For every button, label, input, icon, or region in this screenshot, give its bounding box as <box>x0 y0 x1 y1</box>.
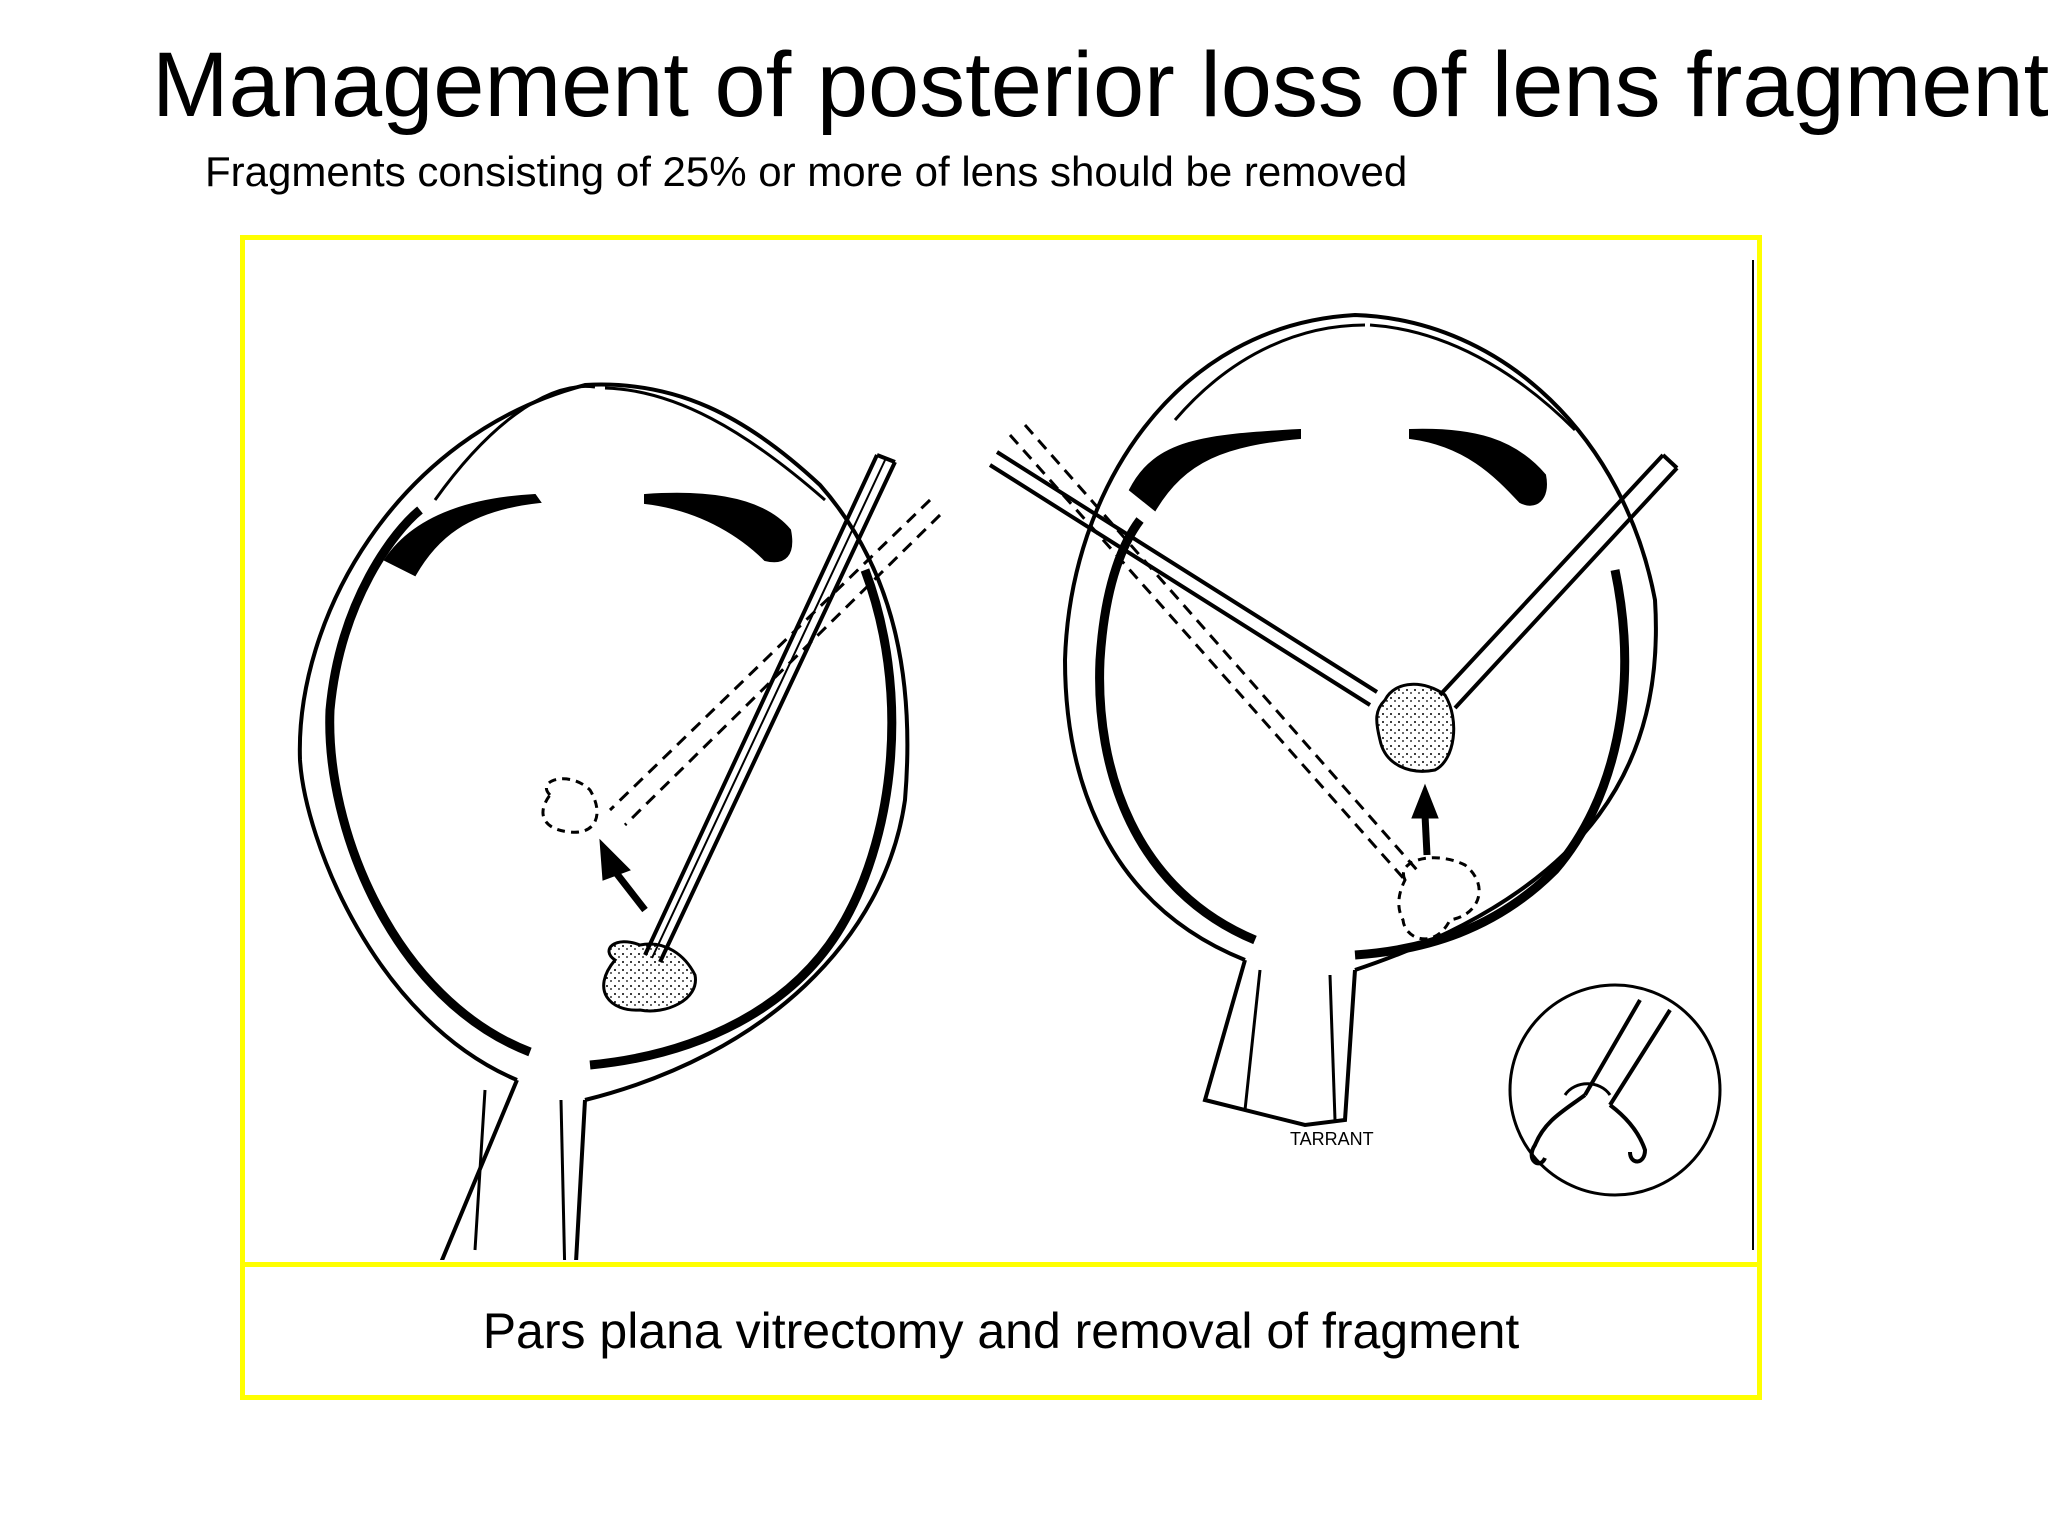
left-lens-fragment <box>602 940 697 1013</box>
right-optic-nerve <box>1202 959 1357 1128</box>
left-fragment-prior <box>541 777 599 834</box>
left-iris <box>383 493 542 577</box>
slide-title: Management of posterior loss of lens fra… <box>152 34 2048 136</box>
right-arrow <box>1421 814 1431 856</box>
left-retina <box>325 506 532 1057</box>
right-fragment-prior <box>1397 856 1481 941</box>
figure-frame: TARRANT Pars plana vitrectomy and remova… <box>240 235 1762 1400</box>
surgical-illustration: TARRANT <box>297 260 1754 1260</box>
left-sclera <box>297 382 910 1102</box>
right-iris <box>1128 428 1301 512</box>
artist-signature: TARRANT <box>1290 1129 1374 1149</box>
forceps-inset <box>1508 983 1722 1197</box>
left-eye-diagram <box>297 382 942 1260</box>
right-lens-fragment <box>1375 682 1456 773</box>
right-sclera <box>1062 312 1658 972</box>
right-retina <box>1095 517 1257 945</box>
left-instrument-prior <box>608 498 942 827</box>
right-eye-diagram: TARRANT <box>988 312 1679 1149</box>
slide-subtitle: Fragments consisting of 25% or more of l… <box>205 148 1408 195</box>
right-light-pipe <box>988 450 1379 707</box>
caption-divider <box>245 1262 1757 1267</box>
inset-circle <box>1508 983 1722 1197</box>
figure-caption: Pars plana vitrectomy and removal of fra… <box>482 1303 1520 1359</box>
right-vitrector <box>1438 453 1679 710</box>
